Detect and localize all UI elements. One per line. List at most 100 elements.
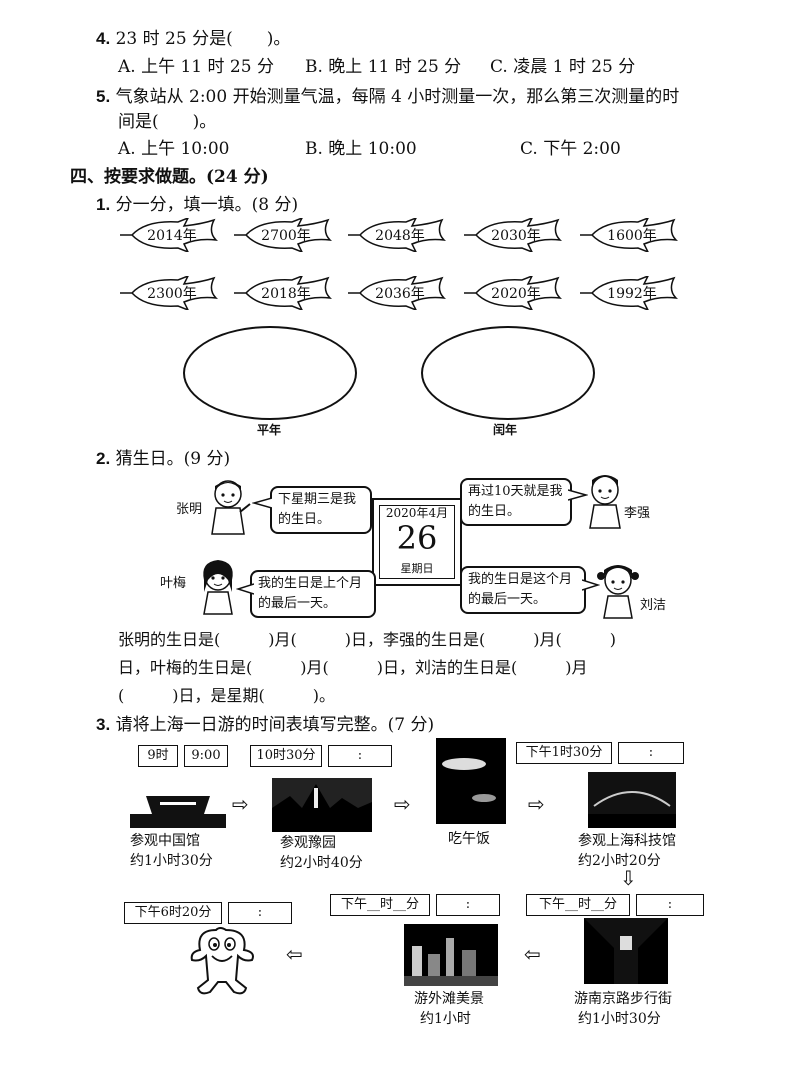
common-year-ellipse[interactable]: [183, 326, 357, 420]
name-yemei: 叶梅: [160, 576, 187, 591]
lunch-photo: [436, 738, 506, 824]
yu-garden-photo: [272, 778, 372, 832]
time-box-blank-pm-a[interactable]: 下午__时__分: [330, 894, 430, 916]
blank-time-field-5[interactable]: :: [636, 894, 704, 916]
part-number: 3.: [96, 715, 111, 734]
leaf-shape-icon: [580, 218, 678, 252]
blank-time-field-3[interactable]: :: [228, 902, 292, 924]
birthday-answer-line-2: 日，叶梅的生日是( )月( )日，刘洁的生日是( )月: [118, 658, 588, 677]
leaf-year-label: 1992年: [607, 286, 657, 302]
calendar-header: 2020年4月: [385, 506, 449, 520]
leap-year-label: 闰年: [493, 423, 518, 437]
arrow-down-icon: ⇩: [620, 866, 637, 890]
year-leaf[interactable]: 1600年: [578, 218, 678, 252]
leap-year-ellipse[interactable]: [421, 326, 595, 420]
q4-option-a: A. 上午 11 时 25 分: [118, 57, 274, 77]
leaf-year-label: 2030年: [491, 228, 541, 244]
leaf-shape-icon: [234, 218, 332, 252]
arrow-right-icon: ⇨: [394, 792, 411, 816]
year-leaf[interactable]: 2300年: [118, 276, 218, 310]
bubble-tail: [236, 583, 254, 595]
duration-science-museum: 约2小时20分: [578, 853, 661, 869]
common-year-label: 平年: [257, 423, 282, 437]
q5-option-c: C. 下午 2:00: [520, 139, 621, 159]
year-leaf[interactable]: 2018年: [232, 276, 332, 310]
section-title: 四、按要求做题。(24 分): [70, 167, 269, 187]
haibao-mascot-icon: [190, 927, 254, 995]
name-liqiang: 李强: [624, 506, 651, 521]
caption-nanjing-road: 游南京路步行街: [574, 991, 672, 1007]
time-box-6pm20: 下午6时20分: [124, 902, 222, 924]
leaf-year-label: 2700年: [261, 228, 311, 244]
part-number: 2.: [96, 449, 111, 468]
china-pavilion-photo: [130, 780, 226, 828]
arrow-left-icon: ⇦: [524, 942, 541, 966]
leaf-year-label: 2020年: [491, 286, 541, 302]
question-number: 4.: [96, 29, 111, 48]
blank-time-field-1[interactable]: :: [328, 745, 392, 767]
q4-option-b: B. 晚上 11 时 25 分: [305, 57, 462, 77]
year-leaf[interactable]: 2014年: [118, 218, 218, 252]
colon: :: [257, 905, 263, 920]
arrow-left-icon: ⇦: [286, 942, 303, 966]
boy-avatar-icon: [589, 475, 621, 529]
duration-the-bund: 约1小时: [420, 1011, 471, 1027]
leaf-shape-icon: [234, 276, 332, 310]
blank-time-field-4[interactable]: :: [436, 894, 500, 916]
bubble-tail: [568, 489, 588, 501]
blank-time-field-2[interactable]: :: [618, 742, 684, 764]
bubble-tail: [582, 579, 600, 591]
question-4: 4. 23 时 25 分是( )。: [96, 24, 290, 49]
duration-nanjing-road: 约1小时30分: [578, 1011, 661, 1027]
leaf-shape-icon: [580, 276, 678, 310]
calendar-page: 2020年4月 26 星期日: [372, 498, 462, 586]
name-liujie: 刘洁: [640, 598, 667, 613]
leaf-shape-icon: [120, 276, 218, 310]
time-box-1pm30: 下午1时30分: [516, 742, 612, 764]
arrow-right-icon: ⇨: [232, 792, 249, 816]
colon: :: [357, 748, 363, 763]
caption-china-pavilion: 参观中国馆: [130, 833, 200, 849]
leaf-year-label: 2300年: [147, 286, 197, 302]
leaf-shape-icon: [348, 218, 446, 252]
year-leaf[interactable]: 2036年: [346, 276, 446, 310]
part-number: 1.: [96, 195, 111, 214]
girl-avatar-icon: [597, 565, 639, 619]
calendar-inner-frame: [379, 505, 455, 579]
year-leaf[interactable]: 2700年: [232, 218, 332, 252]
speech-bubble-liqiang: 再过10天就是我的生日。: [460, 478, 572, 526]
year-leaf[interactable]: 1992年: [578, 276, 678, 310]
year-leaf[interactable]: 2020年: [462, 276, 562, 310]
nanjing-road-photo: [584, 918, 668, 984]
caption-the-bund: 游外滩美景: [414, 991, 484, 1007]
part-text: 猜生日。(9 分): [115, 449, 231, 469]
question-number: 5.: [96, 87, 111, 106]
the-bund-photo: [404, 924, 498, 986]
year-leaf[interactable]: 2048年: [346, 218, 446, 252]
caption-yu-garden: 参观豫园: [280, 835, 336, 851]
calendar-day: 26: [396, 519, 438, 557]
part-text: 请将上海一日游的时间表填写完整。(7 分): [115, 715, 435, 735]
colon: :: [667, 897, 673, 912]
duration-china-pavilion: 约1小时30分: [130, 853, 213, 869]
leaf-year-label: 2014年: [147, 228, 197, 244]
q4-option-c: C. 凌晨 1 时 25 分: [490, 57, 636, 77]
colon: :: [648, 745, 654, 760]
question-text-line2: 间是( )。: [118, 112, 217, 132]
birthday-answer-line-1: 张明的生日是( )月( )日，李强的生日是( )月( ): [118, 630, 616, 649]
bubble-tail: [252, 497, 272, 509]
girl-avatar-icon: [203, 560, 233, 615]
q5-option-b: B. 晚上 10:00: [305, 139, 417, 159]
colon: :: [465, 897, 471, 912]
part-3-heading: 3. 请将上海一日游的时间表填写完整。(7 分): [96, 710, 434, 735]
leaf-shape-icon: [464, 218, 562, 252]
year-leaf[interactable]: 2030年: [462, 218, 562, 252]
name-zhangming: 张明: [176, 502, 203, 517]
leaf-shape-icon: [464, 276, 562, 310]
time-box-blank-pm-b[interactable]: 下午__时__分: [526, 894, 630, 916]
part-2-heading: 2. 猜生日。(9 分): [96, 444, 230, 469]
question-text: 23 时 25 分是( )。: [115, 29, 291, 49]
science-museum-photo: [588, 772, 676, 828]
calendar-weekday: 星期日: [400, 562, 434, 575]
part-text: 分一分，填一填。(8 分): [115, 195, 299, 215]
